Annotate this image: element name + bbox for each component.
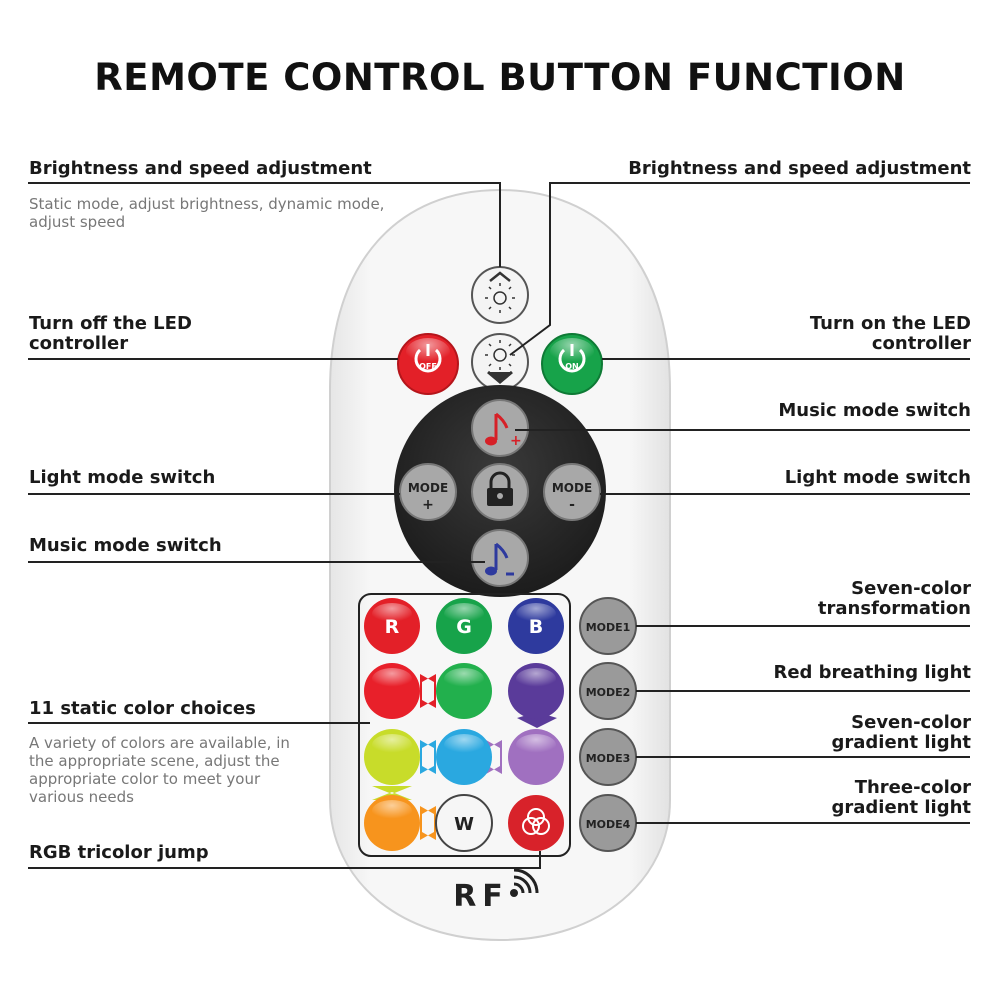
desc-brightness-left: Static mode, adjust brightness, dynamic …	[29, 195, 385, 231]
mode3-button[interactable]: MODE3	[579, 728, 637, 786]
mode4-text: MODE4	[586, 818, 631, 831]
mode-minus-text: MODE	[552, 481, 592, 495]
color-button-red[interactable]	[364, 663, 420, 719]
music-plus-button[interactable]: +	[471, 399, 529, 457]
connector-red	[420, 674, 436, 708]
r-button[interactable]: R	[364, 598, 420, 654]
desc-static-colors: A variety of colors are available, in th…	[29, 734, 290, 806]
connector-blue	[420, 740, 436, 774]
mode4-button[interactable]: MODE4	[579, 794, 637, 852]
rf-logo: RF	[453, 879, 509, 914]
label-mode1: Seven-color transformation	[817, 578, 971, 619]
on-button[interactable]: ON	[541, 333, 603, 395]
w-button[interactable]: W	[435, 794, 493, 852]
leader-lines	[28, 182, 970, 869]
on-label: ON	[565, 362, 579, 371]
mode-minus-button[interactable]: MODE -	[543, 463, 601, 521]
mode1-button[interactable]: MODE1	[579, 597, 637, 655]
svg-text:+: +	[510, 433, 522, 449]
mode-plus-sign: +	[422, 497, 434, 513]
color-block-outline	[358, 593, 571, 857]
label-static-colors: 11 static color choices	[29, 698, 256, 719]
color-button-yellow-green[interactable]	[364, 729, 420, 785]
music-minus-icon	[485, 542, 514, 576]
label-brightness-right: Brightness and speed adjustment	[628, 158, 971, 179]
label-turn-off: Turn off the LED controller	[29, 313, 192, 354]
brightness-down-button[interactable]	[471, 333, 529, 391]
g-button[interactable]: G	[436, 598, 492, 654]
mode-plus-text: MODE	[408, 481, 448, 495]
r-label: R	[385, 616, 400, 638]
label-light-mode-left: Light mode switch	[29, 467, 216, 488]
b-label: B	[529, 616, 543, 638]
off-button[interactable]: OFF	[397, 333, 459, 395]
mode3-text: MODE3	[586, 752, 631, 765]
color-button-light-blue[interactable]	[436, 729, 492, 785]
b-button[interactable]: B	[508, 598, 564, 654]
lock-button[interactable]	[471, 463, 529, 521]
label-light-mode-right: Light mode switch	[784, 467, 971, 488]
connector-orange	[420, 806, 436, 840]
mode2-button[interactable]: MODE2	[579, 662, 637, 720]
brightness-up-icon	[485, 271, 515, 313]
label-turn-on: Turn on the LED controller	[809, 313, 971, 354]
connector-yellow	[372, 786, 412, 800]
label-mode2: Red breathing light	[773, 662, 971, 683]
label-music-mode-right: Music mode switch	[778, 400, 971, 421]
wifi-signal-icon	[510, 868, 539, 897]
off-label: OFF	[419, 362, 437, 371]
brightness-up-button[interactable]	[471, 266, 529, 324]
rgb-jump-button[interactable]	[508, 795, 564, 851]
label-mode4: Three-color gradient light	[831, 777, 972, 818]
music-minus-button[interactable]	[471, 529, 529, 587]
music-plus-icon: +	[485, 412, 522, 449]
color-button-green[interactable]	[436, 663, 492, 719]
label-rgb-jump: RGB tricolor jump	[29, 842, 209, 863]
lock-icon	[487, 471, 513, 506]
power-icon	[414, 344, 442, 373]
mode-minus-sign: -	[569, 497, 575, 513]
tricolor-icon	[522, 808, 550, 835]
brightness-down-icon	[485, 340, 515, 384]
label-mode3: Seven-color gradient light	[831, 712, 972, 753]
w-label: W	[454, 814, 474, 835]
mode-plus-button[interactable]: MODE +	[399, 463, 457, 521]
g-label: G	[456, 616, 472, 638]
color-button-lilac[interactable]	[508, 729, 564, 785]
page-title: REMOTE CONTROL BUTTON FUNCTION	[94, 56, 906, 99]
label-music-mode-left: Music mode switch	[29, 535, 222, 556]
color-button-orange[interactable]	[364, 795, 420, 851]
label-brightness-left: Brightness and speed adjustment	[29, 158, 372, 179]
color-button-purple[interactable]	[508, 663, 564, 719]
mode1-text: MODE1	[586, 621, 631, 634]
mode2-text: MODE2	[586, 686, 631, 699]
